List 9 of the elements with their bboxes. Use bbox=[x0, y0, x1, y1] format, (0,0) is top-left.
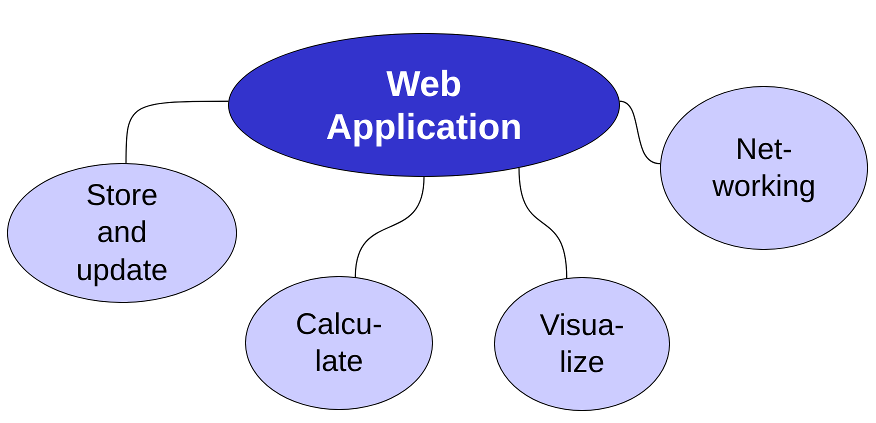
connector-line bbox=[354, 176, 425, 278]
connector-line bbox=[518, 168, 568, 278]
node-label: Net- working bbox=[711, 132, 817, 205]
node-label: Visua- lize bbox=[538, 308, 626, 381]
connector-line bbox=[125, 100, 228, 164]
connector-line bbox=[620, 100, 660, 164]
node-label: Calcu- late bbox=[294, 306, 384, 380]
node-label: Store and update bbox=[75, 178, 169, 289]
node-label: Web Application bbox=[325, 62, 523, 148]
